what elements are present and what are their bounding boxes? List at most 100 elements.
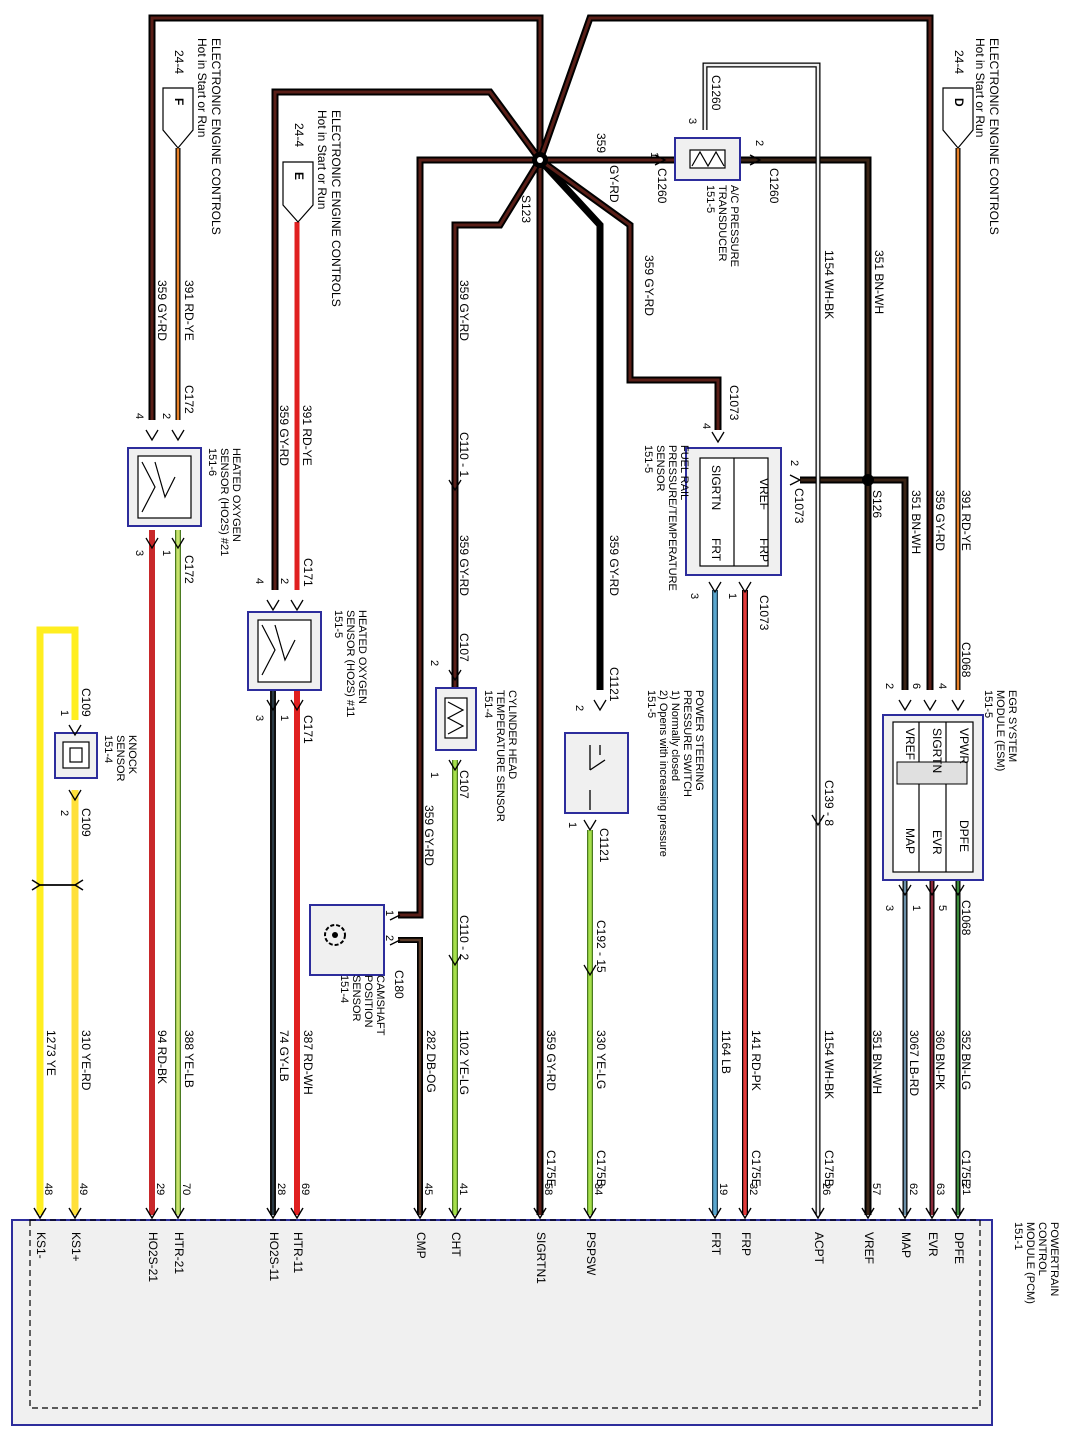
connector-c1073-top: C1073 bbox=[727, 385, 741, 421]
power-source-flag-e bbox=[282, 161, 314, 223]
connector-c109-top: C109 bbox=[79, 688, 93, 717]
s123-branches bbox=[271, 14, 934, 919]
cmp-output-wires bbox=[398, 937, 423, 1215]
wire-351-bn-wh bbox=[740, 156, 909, 1215]
pin-label: 2 bbox=[58, 810, 70, 817]
wire-label-359-pss: 359 GY-RD bbox=[607, 535, 621, 596]
connector-c175e-3: C175E bbox=[544, 1150, 558, 1187]
pcm-terminal-label: EVR bbox=[926, 1232, 940, 1257]
pcm-terminal-label: HO2S-11 bbox=[267, 1232, 281, 1282]
pcm-terminal-label: KS1- bbox=[34, 1232, 48, 1259]
ho2s21-output-wires bbox=[149, 530, 181, 1215]
power-source-ref-d: 24-4 bbox=[952, 50, 966, 75]
pcm-pin-number: 19 bbox=[717, 1183, 729, 1196]
wire-label-1154: 1154 WH-BK bbox=[822, 250, 836, 320]
pin-label: 2 bbox=[428, 660, 440, 667]
connector-c171-bottom: C171 bbox=[301, 715, 315, 744]
frp-output-wires bbox=[712, 590, 748, 1215]
pcm-pin-number: 58 bbox=[542, 1183, 554, 1196]
wire-label-359-mid: 359 GY-RD bbox=[277, 405, 291, 466]
wire-label-359-egr: 359 GY-RD bbox=[933, 490, 947, 551]
connector-c1068-top: C1068 bbox=[959, 642, 973, 678]
pcm-pin-number: 29 bbox=[154, 1183, 166, 1196]
egr-module-label: EGR SYSTEM MODULE (ESM) 151-5 bbox=[982, 690, 1018, 772]
pcm-terminal-label: MAP bbox=[899, 1232, 913, 1259]
wire-label-1164: 1164 LB bbox=[719, 1030, 733, 1074]
pcm-pin-number: 48 bbox=[42, 1183, 54, 1196]
pin-label: 2 bbox=[788, 460, 800, 467]
egr-dpfe-label: DPFE bbox=[957, 820, 971, 853]
connector-c110-1: C110 - 1 bbox=[457, 432, 471, 478]
ho2s21-label: HEATED OXYGEN SENSOR (HO2S) #21 151-6 bbox=[206, 448, 242, 557]
power-source-ref-e: 24-4 bbox=[292, 123, 306, 148]
pcm-pin-number: 49 bbox=[77, 1183, 89, 1196]
connector-c175b-1: C175B bbox=[822, 1150, 836, 1187]
pin-label: 1 bbox=[910, 905, 922, 912]
ho2s11-output-wires bbox=[270, 690, 300, 1215]
frp-frp-label: FRP bbox=[757, 538, 771, 562]
egr-vref-label: VREF bbox=[903, 728, 917, 761]
ac-transducer-label: A/C PRESSURE TRANSDUCER 151-5 bbox=[704, 185, 740, 267]
pcm-label: POWERTRAIN CONTROL MODULE (PCM) 151-1 bbox=[1012, 1222, 1060, 1304]
pcm-module bbox=[11, 1219, 993, 1426]
connector-c180: C180 bbox=[392, 970, 406, 999]
wire-label-359-left: 359 GY-RD bbox=[155, 280, 169, 341]
wire-label-351: 351 BN-WH bbox=[872, 250, 886, 315]
pcm-pin-number: 26 bbox=[820, 1183, 832, 1196]
pcm-pin-number: 63 bbox=[934, 1183, 946, 1196]
pcm-pin-number: 57 bbox=[870, 1183, 882, 1196]
pin-label: 2 bbox=[883, 683, 895, 690]
pcm-pin-number: 70 bbox=[180, 1183, 192, 1196]
connector-c171-top: C171 bbox=[301, 558, 315, 587]
connector-arrows bbox=[68, 154, 965, 977]
pcm-terminal-label: HO2S-21 bbox=[146, 1232, 160, 1283]
pcm-pin-number: 34 bbox=[592, 1183, 604, 1196]
wire-1154-wh-bk bbox=[702, 62, 821, 1215]
connector-c175e-2: C175E bbox=[749, 1150, 763, 1187]
wire-label-360: 360 BN-PK bbox=[933, 1030, 947, 1091]
connector-c175b-2: C175B bbox=[594, 1150, 608, 1187]
pcm-terminal-label: CMP bbox=[414, 1232, 428, 1259]
connector-c175e-1: C175E bbox=[959, 1150, 973, 1187]
egr-vpwr-label: VPWR bbox=[957, 728, 971, 764]
connector-c172-bottom: C172 bbox=[182, 555, 196, 584]
wire-label-282: 282 DB-OG bbox=[424, 1030, 438, 1093]
gear-icon bbox=[324, 924, 346, 946]
frp-sensor-label: FUEL RAIL PRESSURE/TEMPERATURE SENSOR 15… bbox=[642, 445, 690, 591]
pin-label: 3 bbox=[688, 593, 700, 600]
wire-label-359-cmp: 359 GY-RD bbox=[422, 805, 436, 866]
pin-label: 1 bbox=[428, 772, 440, 779]
pcm-pin-number: 21 bbox=[960, 1183, 972, 1196]
pcm-terminal-label: HTR-11 bbox=[291, 1232, 305, 1274]
heater-icon bbox=[257, 619, 312, 683]
wire-label-359-cht2: 359 GY-RD bbox=[457, 535, 471, 596]
pcm-pin-number: 45 bbox=[422, 1183, 434, 1196]
wire-label-1154-pcm: 1154 WH-BK bbox=[822, 1030, 836, 1100]
connector-c110-2: C110 - 2 bbox=[457, 915, 471, 961]
splice-s126-label: S126 bbox=[870, 490, 884, 519]
pin-label: 4 bbox=[936, 683, 948, 690]
pcm-terminal-label: FRT bbox=[709, 1232, 723, 1256]
pcm-terminal-label: FRP bbox=[739, 1232, 753, 1256]
cht-label: CYLINDER HEAD TEMPERATURE SENSOR 151-4 bbox=[482, 690, 518, 822]
connector-c1260-left: C1260 bbox=[655, 168, 669, 204]
wire-label-391-mid: 391 RD-YE bbox=[300, 405, 314, 466]
connector-c1073-side: C1073 bbox=[792, 488, 806, 524]
pcm-pin-number: 69 bbox=[299, 1183, 311, 1196]
connector-c1260-right: C1260 bbox=[767, 168, 781, 204]
pin-label: 6 bbox=[910, 683, 922, 690]
pin-label: 1 bbox=[278, 715, 290, 722]
wire-label-1102: 1102 YE-LG bbox=[457, 1030, 471, 1095]
wire-label-359-cht: 359 GY-RD bbox=[457, 280, 471, 341]
power-source-letter-e: E bbox=[292, 172, 306, 181]
pss-box bbox=[564, 732, 629, 814]
egr-output-wires bbox=[902, 880, 961, 1215]
power-source-ref-f: 24-4 bbox=[172, 50, 186, 75]
connector-c192: C192 - 15 bbox=[594, 920, 608, 973]
connector-c109-bottom: C109 bbox=[79, 808, 93, 837]
power-source-letter-f: F bbox=[172, 98, 186, 106]
pin-label: 3 bbox=[883, 905, 895, 912]
power-source-title-e: ELECTRONIC ENGINE CONTROLS bbox=[329, 110, 343, 307]
wire-label-74: 74 GY-LB bbox=[277, 1030, 291, 1082]
